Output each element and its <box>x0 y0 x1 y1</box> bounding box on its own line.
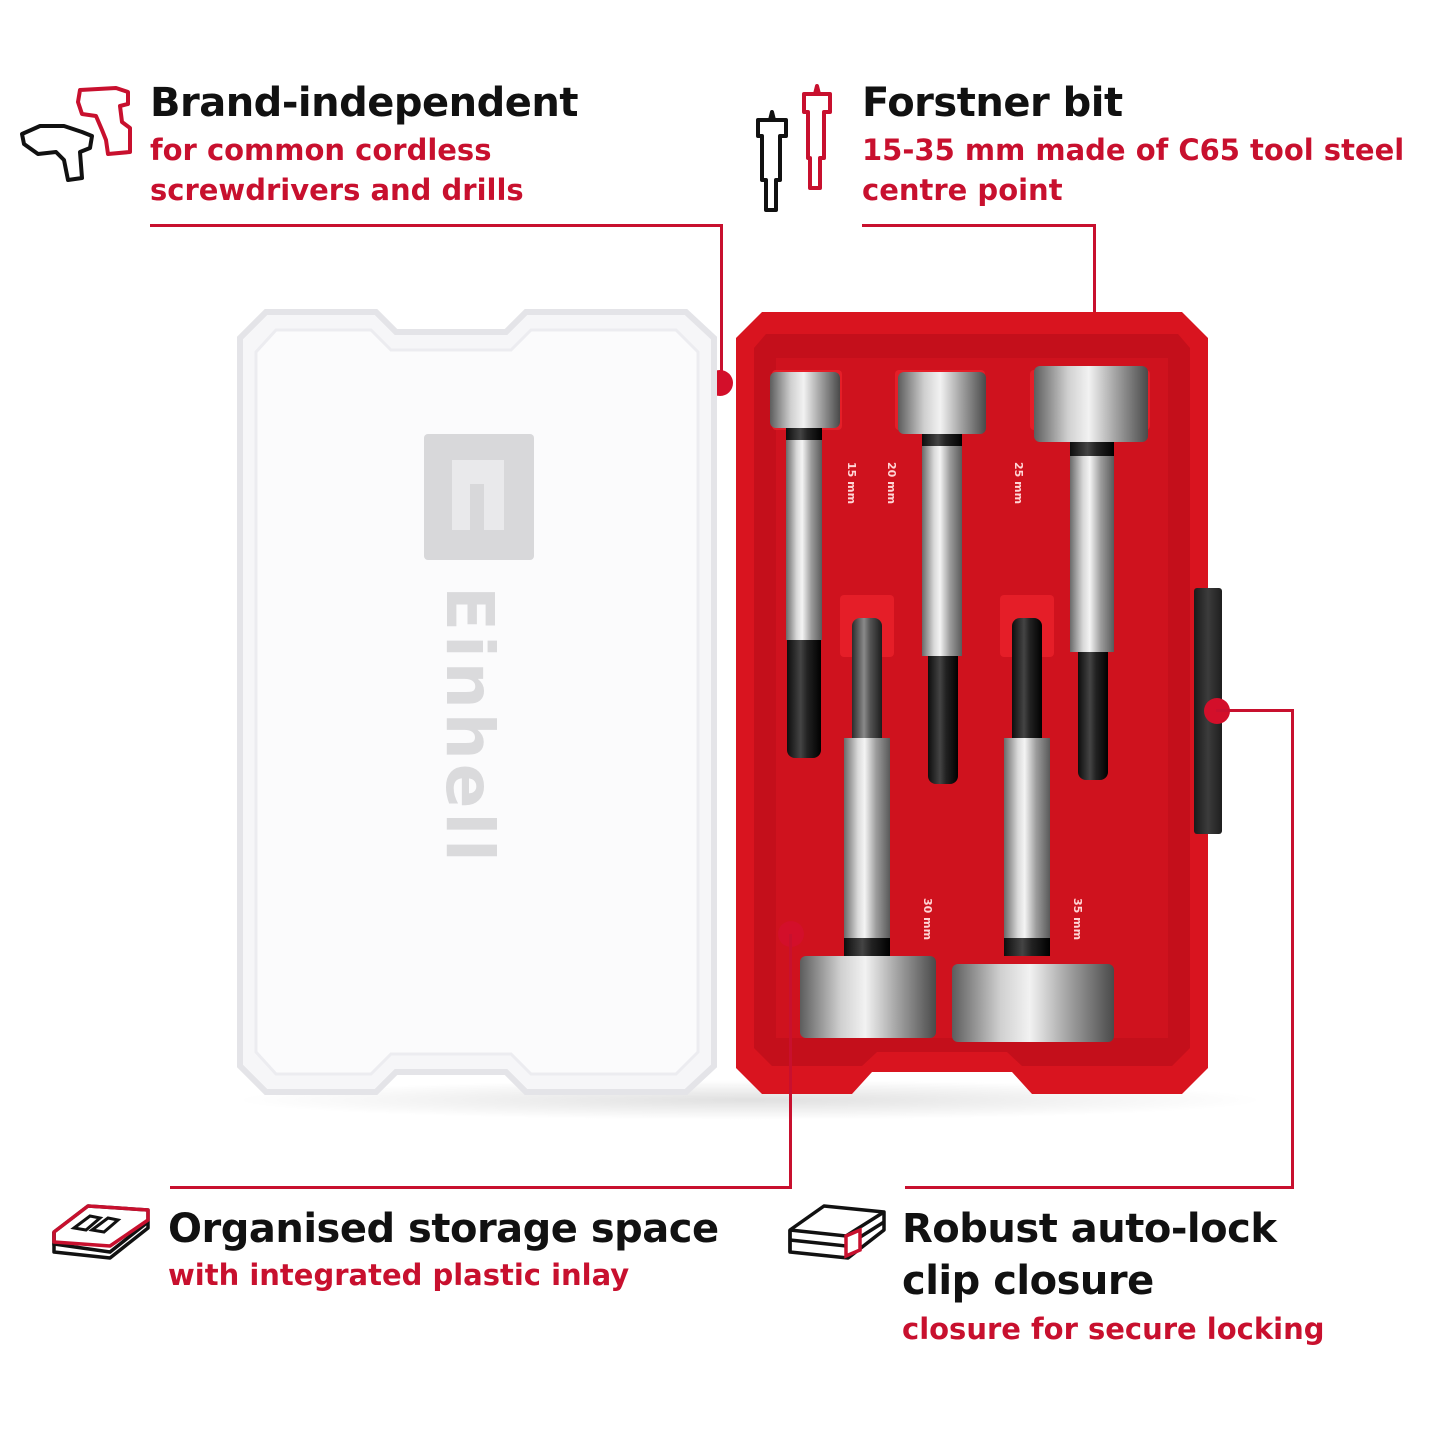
feature-subtitle-line: closure for secure locking <box>902 1312 1325 1346</box>
bit-collar <box>922 434 962 448</box>
closed-case-icon <box>786 1200 890 1278</box>
bit-collar <box>786 428 822 442</box>
storage-box-icon <box>48 1200 154 1270</box>
forstner-bit-30mm-head <box>800 956 936 1038</box>
bit-hex-shank <box>852 618 882 738</box>
feature-subtitle-line: 15-35 mm made of C65 tool steel <box>862 133 1405 167</box>
callout-line <box>905 1186 1294 1189</box>
bit-shank <box>922 446 962 656</box>
feature-subtitle-line: for common cordless <box>150 133 492 167</box>
bit-hex-shank <box>1012 618 1042 738</box>
callout-line <box>170 1186 792 1189</box>
bit-hex-shank <box>787 640 821 758</box>
forstner-bit-25mm-head <box>1034 366 1148 442</box>
forstner-bit-20mm-head <box>898 372 986 434</box>
feature-title-auto-lock-line2: clip closure <box>902 1258 1154 1304</box>
bit-shank <box>1004 738 1050 938</box>
bit-collar <box>1004 938 1050 956</box>
forstner-bit-15mm-head <box>770 372 840 428</box>
feature-subtitle-line: screwdrivers and drills <box>150 173 524 207</box>
bit-collar <box>1070 442 1114 458</box>
bit-shank <box>786 440 822 640</box>
bit-size-label: 15 mm <box>845 462 858 505</box>
bit-size-label: 30 mm <box>921 898 934 941</box>
bit-hex-shank <box>1078 652 1108 780</box>
lid-brand-logo: Einhell <box>431 586 508 866</box>
drill-icon <box>16 82 136 186</box>
feature-title-forstner-bit: Forstner bit <box>862 80 1123 126</box>
callout-line <box>789 934 792 1189</box>
bit-size-label: 20 mm <box>885 462 898 505</box>
callout-line <box>1093 224 1096 376</box>
bit-shank <box>844 738 890 938</box>
feature-subtitle-line: centre point <box>862 173 1063 207</box>
lid-logo-square <box>424 434 534 560</box>
feature-title-brand-independent: Brand-independent <box>150 80 578 126</box>
callout-line <box>720 224 723 382</box>
callout-line <box>1216 709 1294 712</box>
feature-subtitle-line: with integrated plastic inlay <box>168 1258 630 1292</box>
forstner-bit-icon <box>752 80 852 220</box>
bit-hex-shank <box>928 656 958 784</box>
bit-shank <box>1070 456 1114 652</box>
callout-line <box>1291 709 1294 1189</box>
forstner-bit-35mm-head <box>952 964 1114 1042</box>
bit-collar <box>844 938 890 956</box>
bit-size-label: 25 mm <box>1012 462 1025 505</box>
feature-title-auto-lock-line1: Robust auto-lock <box>902 1206 1277 1252</box>
callout-line <box>150 224 723 227</box>
case-lid <box>236 308 720 1096</box>
feature-title-organised-storage: Organised storage space <box>168 1206 719 1252</box>
bit-size-label: 35 mm <box>1071 898 1084 941</box>
callout-line <box>862 224 1096 227</box>
